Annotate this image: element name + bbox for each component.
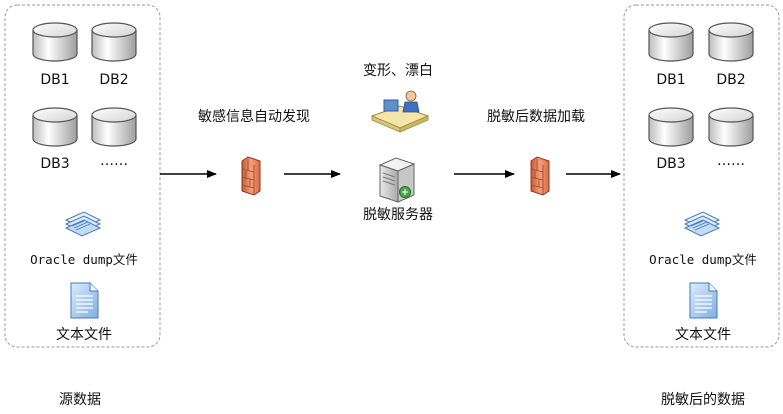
dump-file-label: Oracle dump文件	[649, 252, 757, 267]
database-icon	[708, 22, 754, 62]
server-tower-icon	[378, 157, 416, 203]
stacked-documents-icon	[684, 211, 720, 237]
database-icon	[32, 22, 78, 62]
source-caption: 源数据	[59, 392, 101, 408]
stacked-documents-icon	[65, 211, 101, 237]
database-icon	[648, 107, 694, 147]
database-icon	[648, 22, 694, 62]
server-label: 脱敏服务器	[363, 207, 433, 223]
db-label: ……	[100, 153, 128, 169]
db-label: ……	[717, 153, 745, 169]
db-label: DB1	[656, 72, 685, 88]
transform-label: 变形、漂白	[363, 63, 433, 79]
database-icon	[32, 107, 78, 147]
target-panel-frame	[623, 4, 780, 348]
db-label: DB2	[716, 72, 745, 88]
database-icon	[91, 22, 137, 62]
target-panel: DB1 DB2 DB3 …… Oracle dump文件 文本文件	[623, 4, 780, 348]
text-document-icon	[689, 282, 718, 319]
text-file-label: 文本文件	[675, 327, 731, 343]
db-label: DB2	[99, 72, 128, 88]
target-caption: 脱敏后的数据	[661, 392, 745, 408]
text-file-label: 文本文件	[56, 327, 112, 343]
firewall-icon	[530, 156, 550, 196]
database-icon	[708, 107, 754, 147]
detect-label: 敏感信息自动发现	[198, 108, 310, 125]
load-label: 脱敏后数据加载	[487, 109, 585, 125]
operator-workstation-icon	[370, 90, 430, 133]
dump-file-label: Oracle dump文件	[30, 252, 138, 267]
source-panel-frame	[4, 4, 161, 348]
database-icon	[91, 107, 137, 147]
db-label: DB3	[40, 156, 69, 172]
db-label: DB3	[656, 156, 685, 172]
firewall-icon	[241, 156, 261, 196]
source-panel: DB1 DB2 DB3 …… Oracle dump文件 文本文件	[4, 4, 161, 348]
db-label: DB1	[40, 72, 69, 88]
text-document-icon	[70, 282, 99, 319]
